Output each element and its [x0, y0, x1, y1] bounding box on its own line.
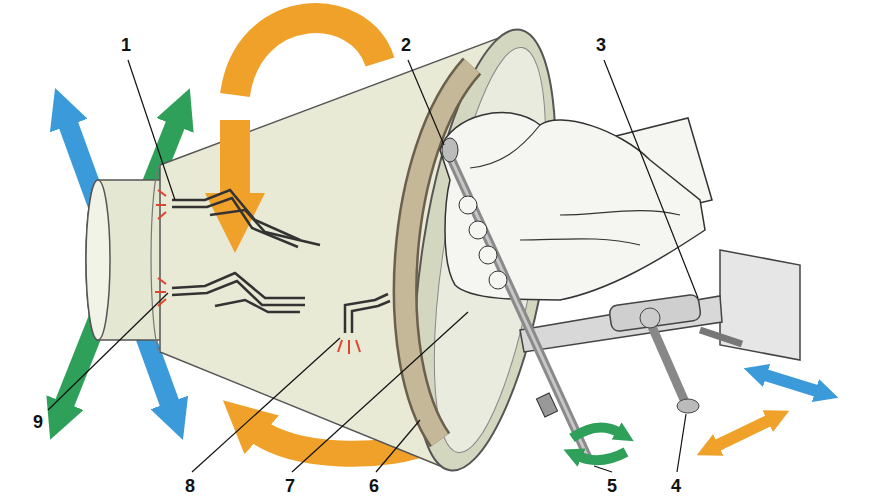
rotation-arrow — [572, 428, 620, 438]
flames — [155, 190, 360, 354]
callout-number: 6 — [367, 476, 381, 496]
motion-arrow — [762, 374, 820, 392]
callout-number: 4 — [669, 476, 683, 496]
leader-lines — [48, 60, 698, 472]
callout-number: 3 — [594, 35, 608, 55]
callout-number: 5 — [605, 476, 619, 496]
pipes — [172, 190, 390, 333]
callout-number: 8 — [183, 476, 197, 496]
hand — [440, 113, 712, 300]
callout-number: 9 — [31, 412, 45, 432]
rotation-arrow — [235, 18, 380, 95]
callout-number: 1 — [119, 35, 133, 55]
callout-number: 2 — [399, 35, 413, 55]
motion-arrow — [714, 419, 772, 447]
handle — [442, 138, 590, 462]
rotation-arrow — [578, 452, 626, 460]
callout-number: 7 — [283, 476, 297, 496]
